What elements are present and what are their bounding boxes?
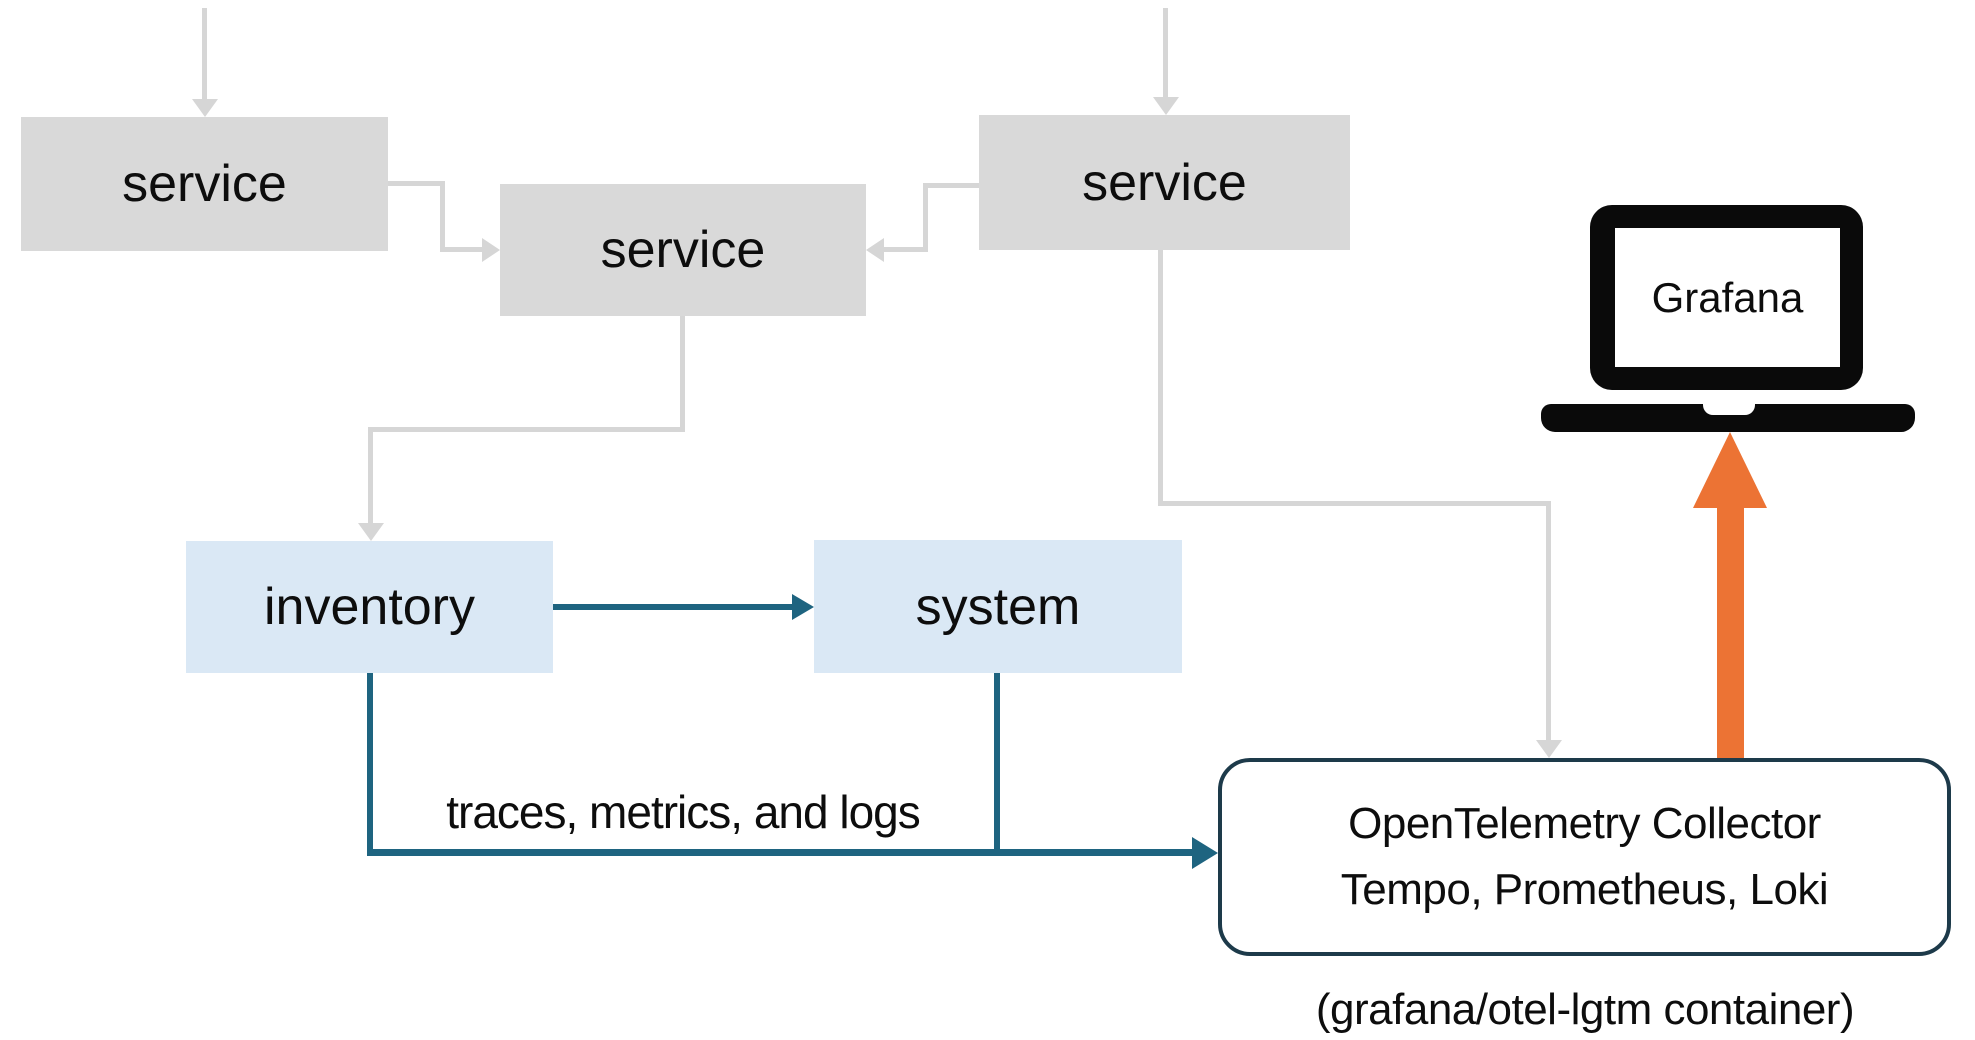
edge-serviceleft-servicemid-h2 <box>440 247 483 252</box>
edge-system-down <box>994 673 1000 853</box>
node-inventory-label: inventory <box>264 578 475 636</box>
telemetry-edge-label: traces, metrics, and logs <box>446 786 921 838</box>
edge-serviceright-collector-v2 <box>1546 501 1551 740</box>
arrowhead-down-icon <box>1536 740 1562 758</box>
edge-serviceleft-servicemid-v <box>440 181 445 252</box>
node-system-label: system <box>915 577 1081 636</box>
arrowhead-down-icon <box>358 523 384 541</box>
edge-serviceright-collector-v1 <box>1158 250 1163 506</box>
otel-collector-line2: Tempo, Prometheus, Loki <box>1340 865 1829 914</box>
node-service-left: service <box>21 117 388 251</box>
arrowhead-right-icon <box>1192 837 1218 869</box>
edge-telemetry-shaft <box>367 849 1192 856</box>
arrowhead-right-icon <box>792 594 814 620</box>
node-service-right-label: service <box>1082 153 1247 212</box>
edge-serviceright-servicemid-h1 <box>925 183 979 188</box>
node-service-mid: service <box>500 184 866 316</box>
node-system: system <box>814 540 1182 673</box>
edge-serviceright-servicemid-h2 <box>884 247 928 252</box>
laptop-base-notch <box>1703 404 1755 415</box>
arrowhead-down-icon <box>192 99 218 117</box>
edge-serviceright-collector-h <box>1158 501 1551 506</box>
edge-collector-grafana-shaft <box>1717 506 1744 759</box>
laptop-screen-inner: Grafana <box>1615 228 1840 367</box>
edge-inventory-system-shaft <box>553 604 792 610</box>
edge-serviceright-servicemid-v <box>923 183 928 252</box>
node-service-right: service <box>979 115 1350 250</box>
node-otel-collector: OpenTelemetry Collector Tempo, Prometheu… <box>1218 758 1951 956</box>
laptop-icon: Grafana <box>1541 205 1915 433</box>
edge-incoming-right-shaft <box>1163 8 1168 101</box>
node-service-mid-label: service <box>600 221 766 279</box>
node-inventory: inventory <box>186 541 553 673</box>
edge-serviceleft-servicemid-h1 <box>388 181 444 186</box>
edge-servicemid-inventory-v2 <box>368 427 373 524</box>
node-service-left-label: service <box>122 155 287 213</box>
otel-collector-caption: (grafana/otel-lgtm container) <box>1315 985 1855 1034</box>
edge-incoming-left-shaft <box>202 8 207 101</box>
arrowhead-down-icon <box>1153 97 1179 115</box>
edge-inventory-down <box>367 672 373 853</box>
grafana-label: Grafana <box>1651 273 1804 321</box>
edge-servicemid-inventory-h <box>368 427 685 432</box>
arrowhead-up-icon <box>1693 432 1767 508</box>
edge-servicemid-inventory-v1 <box>680 316 685 432</box>
otel-collector-line1: OpenTelemetry Collector <box>1348 799 1821 848</box>
arrowhead-right-icon <box>482 238 500 262</box>
arrowhead-left-icon <box>866 238 884 262</box>
